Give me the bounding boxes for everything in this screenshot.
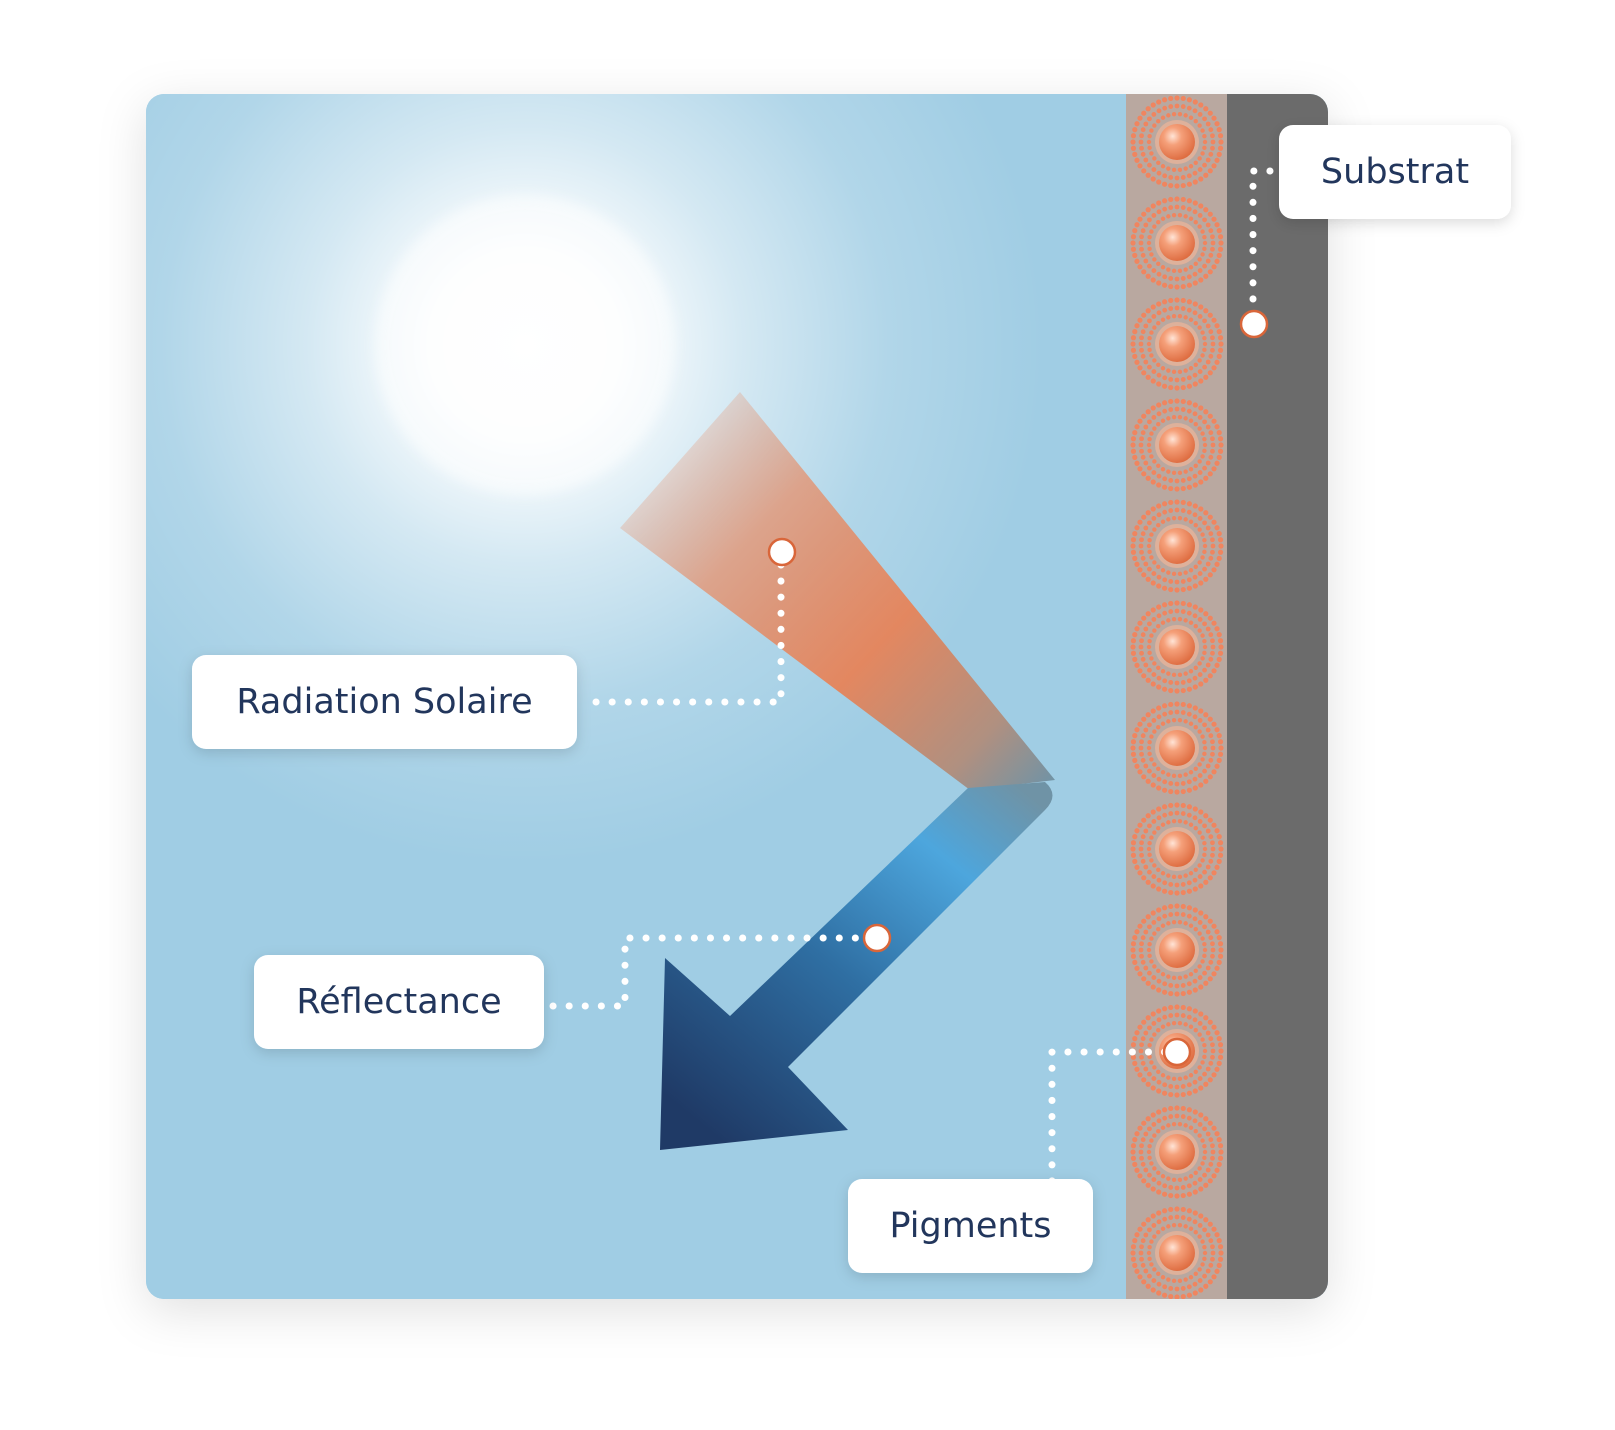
pigment-particle-icon [1130,802,1224,896]
pigment-column [1130,95,1224,1299]
pigment-particle-icon [1130,600,1224,694]
pigment-particle-icon [1130,398,1224,492]
radiation-leader [592,556,785,706]
incoming-ray-icon [620,392,1055,790]
pigment-particle-icon [1130,701,1224,795]
substrat-leader [1249,167,1274,326]
pigment-particle-icon [1130,1105,1224,1199]
pigment-particle-icon [1130,499,1224,593]
radiation-label: Radiation Solaire [192,655,577,749]
leader-lines [549,167,1274,1185]
substrat-label-text: Substrat [1321,152,1469,192]
pigments-marker [1162,1037,1192,1067]
pigments-label: Pigments [848,1179,1093,1273]
substrate-layer [1227,94,1328,1299]
reflected-arrow-icon [660,782,1053,1150]
pigment-particle-icon [1130,1206,1224,1299]
pigment-particle-icon [1130,196,1224,290]
substrat-marker [1239,309,1269,339]
pigment-particle-icon [1130,903,1224,997]
pigment-layer [1126,94,1227,1299]
reflectance-label-text: Réflectance [296,982,501,1022]
pigment-particle-icon [1130,297,1224,391]
substrat-label: Substrat [1279,125,1511,219]
radiation-marker [767,537,797,567]
pigments-label-text: Pigments [889,1206,1051,1246]
pigments-leader [1048,1048,1180,1185]
reflectance-marker [862,923,892,953]
markers [767,309,1269,1067]
pigment-particle-icon [1130,95,1224,189]
radiation-label-text: Radiation Solaire [236,682,532,722]
reflectance-label: Réflectance [254,955,544,1049]
